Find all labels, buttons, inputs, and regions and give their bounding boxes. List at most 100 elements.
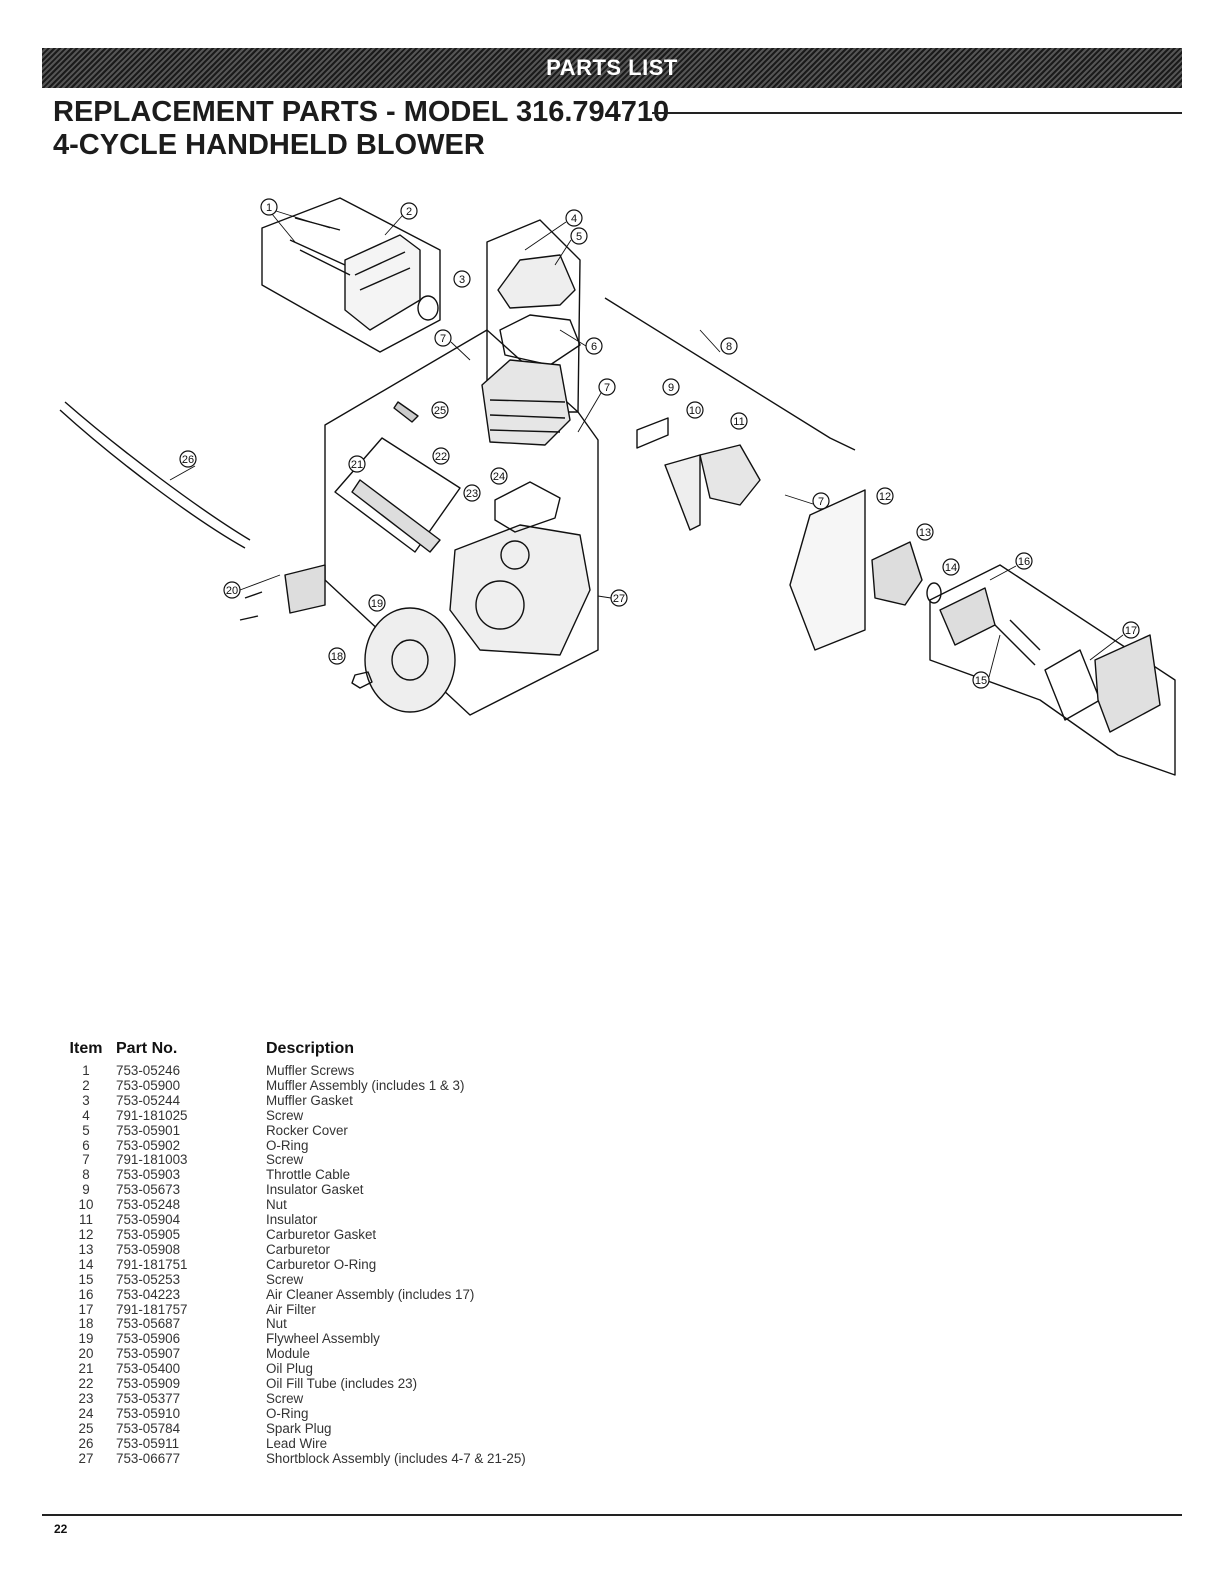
description-cell: Muffler Assembly (includes 1 & 3) bbox=[266, 1077, 465, 1093]
description-cell: Oil Fill Tube (includes 23) bbox=[266, 1376, 418, 1392]
item-cell: 23 bbox=[78, 1390, 94, 1406]
crankcase-oring-part bbox=[494, 481, 561, 533]
svg-text:17: 17 bbox=[1125, 625, 1137, 637]
callout-7c: 7 bbox=[812, 492, 830, 510]
svg-text:19: 19 bbox=[371, 598, 383, 610]
carburetor-gasket-part bbox=[789, 489, 866, 651]
svg-text:1: 1 bbox=[266, 202, 272, 214]
callout-1: 1 bbox=[260, 198, 278, 216]
svg-text:7: 7 bbox=[604, 382, 610, 394]
callout-7a: 7 bbox=[434, 329, 452, 347]
description-cell: Screw bbox=[266, 1390, 304, 1406]
footer-divider bbox=[42, 1514, 1182, 1516]
table-row: 18 753-05687 Nut bbox=[56, 1317, 526, 1332]
description-cell: Shortblock Assembly (includes 4-7 & 21-2… bbox=[266, 1450, 526, 1466]
description-cell: Module bbox=[266, 1346, 310, 1362]
callout-9: 9 bbox=[662, 378, 680, 396]
callout-22: 22 bbox=[432, 447, 450, 465]
callout-15: 15 bbox=[972, 671, 990, 689]
description-cell: Air Cleaner Assembly (includes 17) bbox=[266, 1286, 475, 1302]
part-number-cell: 753-05904 bbox=[116, 1212, 181, 1228]
part-number-cell: 791-181025 bbox=[116, 1107, 188, 1123]
table-row: 8 753-05903 Throttle Cable bbox=[56, 1167, 526, 1183]
description-cell: Flywheel Assembly bbox=[266, 1331, 380, 1347]
part-number-cell: 753-05687 bbox=[116, 1316, 181, 1332]
item-cell: 18 bbox=[78, 1316, 94, 1332]
callout-13: 13 bbox=[916, 523, 934, 541]
flywheel-part bbox=[364, 607, 456, 713]
svg-text:26: 26 bbox=[182, 454, 194, 466]
part-number-cell: 753-05248 bbox=[116, 1197, 181, 1213]
item-cell: 8 bbox=[82, 1167, 90, 1183]
part-number-cell: 753-05901 bbox=[116, 1122, 181, 1138]
insulator-part bbox=[699, 444, 761, 506]
muffler-gasket-part bbox=[417, 295, 439, 321]
page-subtitle: 4-CYCLE HANDHELD BLOWER bbox=[53, 129, 485, 161]
header-description: Description bbox=[266, 1040, 355, 1057]
item-cell: 17 bbox=[78, 1301, 94, 1317]
insulator-gasket-part bbox=[636, 417, 669, 449]
callout-17: 17 bbox=[1122, 621, 1140, 639]
table-row: 21 753-05400 Oil Plug bbox=[56, 1361, 526, 1377]
part-number-cell: 753-05909 bbox=[116, 1376, 181, 1392]
throttle-cable-part bbox=[604, 297, 856, 451]
item-cell: 1 bbox=[82, 1063, 90, 1078]
description-cell: O-Ring bbox=[266, 1137, 309, 1153]
cylinder-head-part bbox=[481, 359, 571, 446]
description-cell: Nut bbox=[266, 1316, 287, 1332]
callout-7b: 7 bbox=[598, 378, 616, 396]
title-divider bbox=[652, 112, 1182, 114]
svg-text:16: 16 bbox=[1018, 556, 1030, 568]
item-cell: 2 bbox=[82, 1077, 90, 1093]
item-cell: 9 bbox=[82, 1182, 90, 1198]
muffler-group-outline bbox=[261, 197, 441, 353]
description-cell: Screw bbox=[266, 1107, 304, 1123]
rocker-oring-part bbox=[499, 314, 581, 366]
item-cell: 12 bbox=[78, 1226, 94, 1242]
item-cell: 24 bbox=[78, 1405, 94, 1421]
callout-5: 5 bbox=[570, 227, 588, 245]
svg-text:7: 7 bbox=[440, 333, 446, 345]
part-number-cell: 753-05905 bbox=[116, 1226, 181, 1242]
svg-text:15: 15 bbox=[975, 675, 987, 687]
part-number-cell: 753-05906 bbox=[116, 1331, 181, 1347]
exploded-parts-diagram: 1 2 3 4 5 6 7 7 7 8 9 10 11 12 13 14 15 … bbox=[59, 197, 1176, 776]
part-number-cell: 753-06677 bbox=[116, 1450, 181, 1466]
callout-20: 20 bbox=[223, 581, 241, 599]
part-number-cell: 753-05253 bbox=[116, 1271, 181, 1287]
item-cell: 27 bbox=[78, 1450, 94, 1466]
item-cell: 26 bbox=[78, 1435, 94, 1451]
part-number-cell: 753-05400 bbox=[116, 1361, 181, 1377]
air-cleaner-group-outline bbox=[929, 564, 1176, 776]
ignition-module-part bbox=[284, 564, 326, 614]
description-cell: Throttle Cable bbox=[266, 1167, 351, 1183]
item-cell: 21 bbox=[78, 1361, 94, 1377]
svg-text:18: 18 bbox=[331, 651, 343, 663]
part-number-cell: 753-05903 bbox=[116, 1167, 181, 1183]
callout-6: 6 bbox=[585, 337, 603, 355]
svg-text:24: 24 bbox=[493, 471, 505, 483]
callout-2: 2 bbox=[400, 202, 418, 220]
description-cell: Spark Plug bbox=[266, 1420, 332, 1436]
callout-27: 27 bbox=[610, 589, 628, 607]
oil-fill-tube-part bbox=[351, 479, 441, 553]
description-cell: Oil Plug bbox=[266, 1361, 313, 1377]
item-cell: 4 bbox=[82, 1107, 90, 1123]
part-number-cell: 791-181757 bbox=[116, 1301, 188, 1317]
part-number-cell: 753-05911 bbox=[116, 1435, 180, 1451]
svg-text:7: 7 bbox=[818, 496, 824, 508]
part-number-cell: 753-05902 bbox=[116, 1137, 181, 1153]
part-number-cell: 753-05244 bbox=[116, 1092, 181, 1108]
